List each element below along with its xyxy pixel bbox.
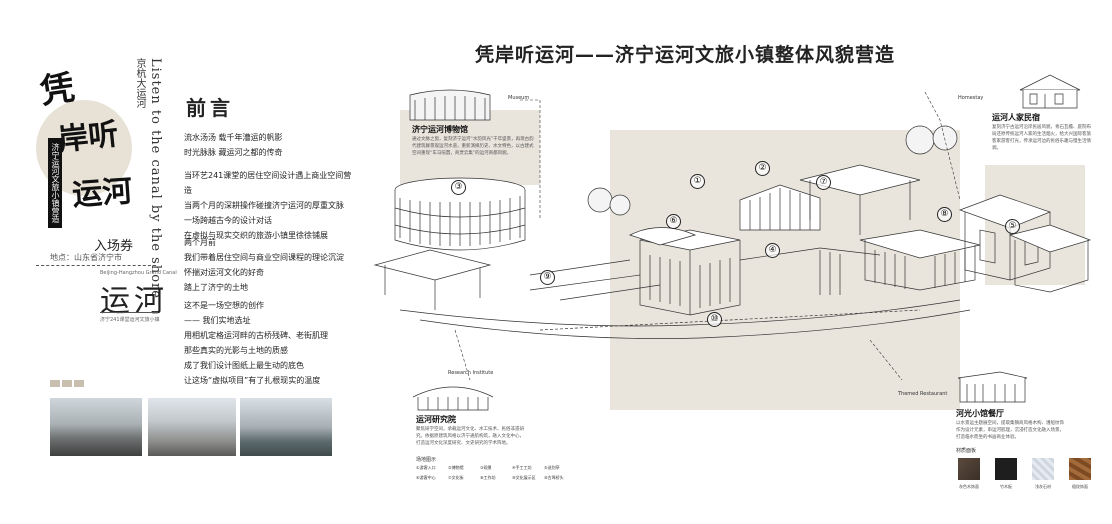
preface-line: 成了我们设计图纸上最生动的底色 — [184, 361, 304, 370]
research-sketch — [412, 386, 494, 411]
ticket-divider — [36, 265, 156, 266]
museum-label-cn: 济宁运河博物馆 — [412, 125, 468, 134]
restaurant-desc: 以水景运主题展空间，提取集镇商风格木构、漕船纹饰作为设计元素，串运河肌理，沉浸打… — [956, 421, 1064, 440]
museum-label-en: Museum — [508, 95, 530, 101]
deco-square — [74, 380, 84, 387]
marker-6[interactable]: ⑥ — [666, 214, 681, 229]
marker-10[interactable]: ⑩ — [707, 312, 722, 327]
material-swatch — [1069, 458, 1091, 480]
bg-block — [400, 110, 540, 185]
preface-line: 怀揣对运河文化的好奇 — [184, 268, 264, 277]
ticket-vertical-en: Listen to the canal by the shore — [148, 58, 163, 299]
site-photo-1 — [50, 398, 142, 456]
marker-7[interactable]: ⑦ — [816, 175, 831, 190]
preface-para-2: 当环艺241课堂的居住空间设计遇上商业空间营造 当两个月的深耕操作碰撞济宁运河的… — [184, 168, 354, 243]
marker-3[interactable]: ③ — [451, 180, 466, 195]
preface-line: 时光脉脉 藏运河之都的传奇 — [184, 148, 283, 157]
material-swatch — [1032, 458, 1054, 480]
preface-title: 前言 — [186, 96, 234, 120]
research-desc: 聚焦研学空间，承载运河文化、水工技术、民俗非遗研究。依据原建筑风格以济宁通航构筑… — [416, 427, 524, 446]
preface-line: 让这场“虚拟项目”有了扎根现实的温度 — [184, 376, 321, 385]
admission-sub: 地点：山东省济宁市 — [50, 253, 122, 262]
legend-item: ⑥游客中心 — [416, 475, 436, 480]
material-label: 浅灰石材 — [1035, 484, 1051, 489]
preface-line: 一场跨越古今的设计对话 — [184, 216, 272, 225]
marker-9[interactable]: ⑨ — [540, 270, 555, 285]
legend-item: ②博物馆 — [448, 465, 464, 470]
museum-desc: 通过文脉之窗，复刻济宁运河“水韵风光”千年盛景，再现古韵代建筑群景观运河水道，重… — [412, 137, 534, 156]
ticket-yunhe: 运河 — [100, 284, 168, 319]
site-photo-3 — [240, 398, 332, 456]
marker-8[interactable]: ⑧ — [937, 207, 952, 222]
legend-item: ④手工工坊 — [512, 465, 532, 470]
legend-item: ⑩古埠桥头 — [544, 475, 564, 480]
marker-4[interactable]: ④ — [765, 243, 780, 258]
town-axonometric-drawing — [373, 89, 1092, 380]
restaurant-sketch — [957, 371, 1028, 403]
preface-para-1: 流水汤汤 载千年漕运的帆影 时光脉脉 藏运河之都的传奇 — [184, 130, 354, 160]
restaurant-label-en: Themed Restaurant — [898, 391, 948, 397]
preface-line: 当环艺241课堂的居住空间设计遇上商业空间营造 — [184, 171, 352, 195]
preface-line: 这不是一场空想的创作 — [184, 301, 264, 310]
marker-2[interactable]: ② — [755, 161, 770, 176]
legend-item: ③观景 — [480, 465, 492, 470]
preface-line: 流水汤汤 载千年漕运的帆影 — [184, 133, 283, 142]
material-label: 竹木板 — [1000, 484, 1012, 489]
ticket-small-note: 济宁241课堂运河文旅小镇 — [100, 317, 160, 323]
preface-line: 两个月前 — [184, 238, 216, 247]
main-title: 凭岸听运河——济宁运河文旅小镇整体风貌营造 — [475, 44, 896, 66]
calligraphy-line-2: 岸听 — [56, 116, 121, 159]
legend-item: ⑧工作坊 — [480, 475, 496, 480]
preface-para-4: 这不是一场空想的创作 —— 我们实地选址 用相机定格运河畔的古桥残碑、老街肌理 … — [184, 298, 354, 388]
material-label: 粗纹饰面 — [1072, 484, 1088, 489]
admission-label: 入场券 — [94, 239, 134, 254]
site-photo-2 — [148, 398, 236, 456]
material-swatch — [995, 458, 1017, 480]
preface-line: 当两个月的深耕操作碰撞济宁运河的厚重文脉 — [184, 201, 344, 210]
legend-title: 场地图示 — [416, 457, 437, 463]
preface-line: 那些真实的光影与土地的质感 — [184, 346, 288, 355]
material-swatch — [958, 458, 980, 480]
deco-square — [62, 380, 72, 387]
preface-line: —— 我们实地选址 — [184, 316, 251, 325]
homestay-label-en: Homestay — [958, 95, 984, 101]
deco-square — [50, 380, 60, 387]
restaurant-label-cn: 河光小馆餐厅 — [956, 409, 1004, 418]
ticket-vertical-cn: 京杭大运河 — [134, 58, 145, 108]
legend-item: ⑦文化街 — [448, 475, 464, 480]
legend-item: ⑨文化展示区 — [512, 475, 536, 480]
legend-item: ①游客入口 — [416, 465, 436, 470]
homestay-label-cn: 运河人家民宿 — [992, 113, 1040, 122]
materials-title: 材质面板 — [956, 448, 977, 454]
ticket-underline — [100, 312, 158, 313]
research-label-cn: 运河研究院 — [416, 415, 456, 424]
preface-line: 在虚拟与现实交织的旅游小镇里徐徐铺展 — [184, 231, 328, 240]
calligraphy-line-3: 运河 — [71, 173, 134, 214]
marker-1[interactable]: ① — [690, 174, 705, 189]
ticket-en-line: Beijing-Hangzhou Grand Canal — [100, 270, 177, 276]
homestay-desc: 复刻济宁古运河沿岸民居风貌，青石瓦檐、庭院布局还原传统运河人家的生活烟火，给大兴… — [992, 125, 1091, 151]
ticket-stamp: 济宁运河文旅小镇营造 — [48, 138, 62, 228]
calligraphy-line-1: 凭 — [37, 67, 78, 113]
preface-line: 用相机定格运河畔的古桥残碑、老街肌理 — [184, 331, 328, 340]
preface-line: 踏上了济宁的土地 — [184, 283, 248, 292]
preface-para-3: 两个月前 我们带着居住空间与商业空间课程的理论沉淀 怀揣对运河文化的好奇 踏上了… — [184, 235, 354, 295]
research-label-en: Research Institute — [448, 370, 494, 376]
legend-item: ⑤送别亭 — [544, 465, 560, 470]
marker-5[interactable]: ⑤ — [1005, 219, 1020, 234]
material-label: 灰色木饰面 — [959, 484, 979, 489]
preface-line: 我们带着居住空间与商业空间课程的理论沉淀 — [184, 253, 344, 262]
homestay-sketch — [1019, 74, 1081, 109]
legend: ①游客入口 ②博物馆 ③观景 ④手工工坊 ⑤送别亭 ⑥游客中心 ⑦文化街 ⑧工作… — [416, 465, 576, 481]
